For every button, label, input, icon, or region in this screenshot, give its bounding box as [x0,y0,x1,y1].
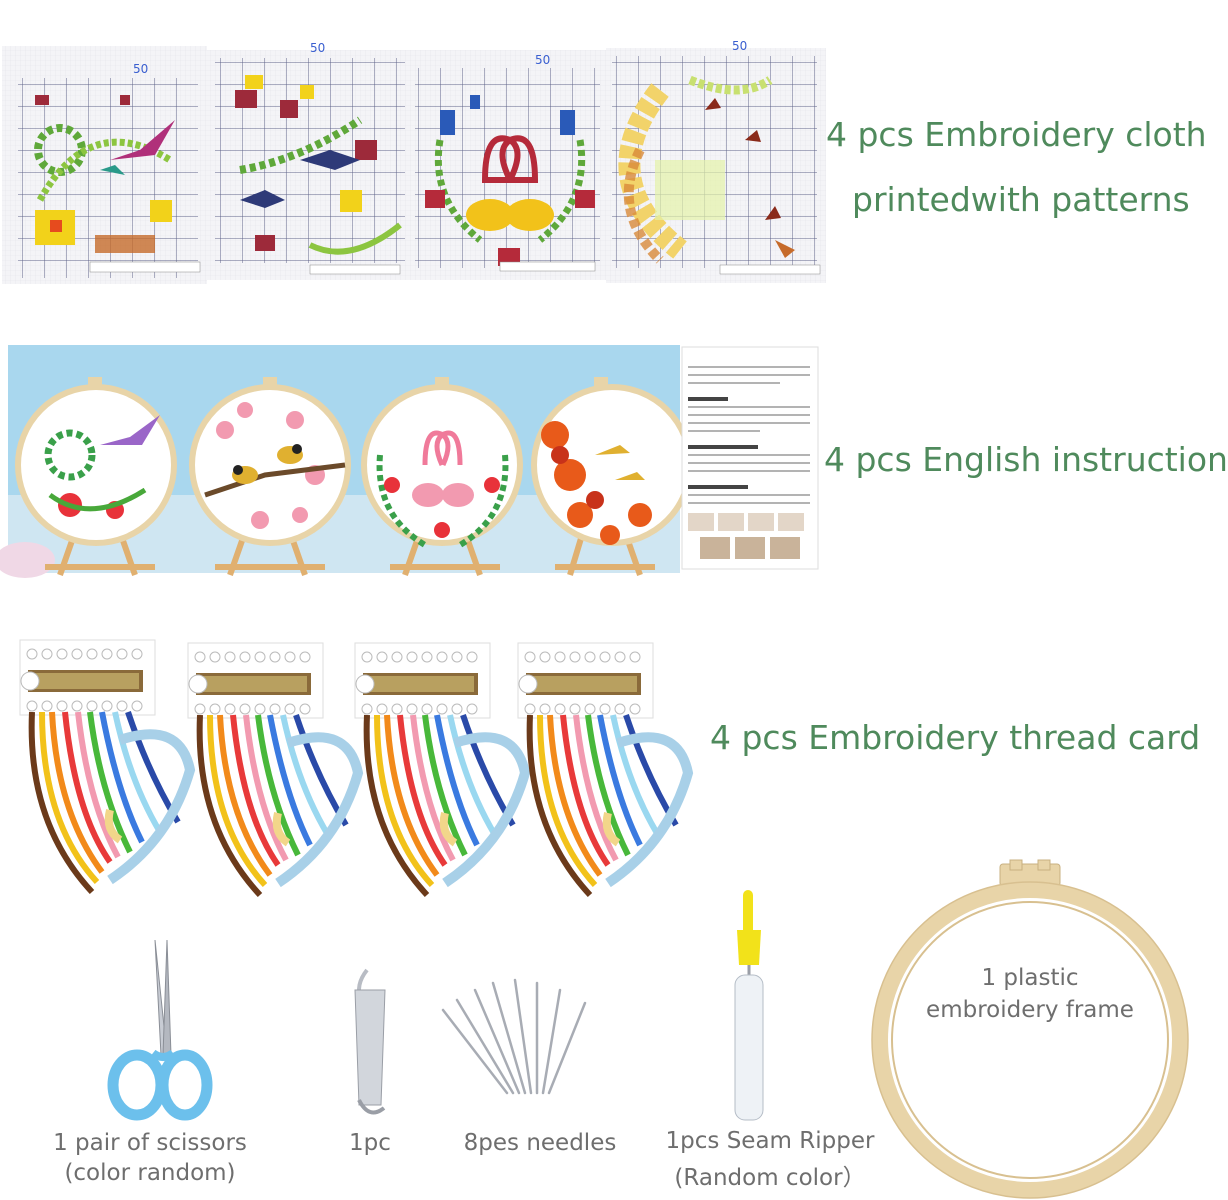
thread-card-2 [188,643,358,895]
embroidery-frame-icon [871,859,1189,1199]
hoop-hummingbird [15,377,177,576]
thread-row [0,635,720,900]
cloth-caption-line1: 4 pcs Embroidery cloth [826,115,1207,154]
instruction-sheet [681,346,819,570]
thread-card-4 [518,643,688,895]
ripper-label-line2: (Random color） [674,1165,866,1191]
seam-ripper-icon [734,890,764,1121]
scissors-label-line2: (color random) [64,1160,236,1186]
cloth-two-birds [205,50,410,280]
scissors-icon [107,939,213,1121]
ripper-label-line1: 1pcs Seam Ripper [665,1128,875,1154]
seam-ripper-image [725,885,775,1130]
needle-threader-image [345,960,395,1130]
frame-label-line1: 1 plastic [981,965,1079,991]
scissors-label-line1: 1 pair of scissors [53,1130,247,1156]
cloth-hummingbird [2,46,207,284]
frame-label-line2: embroidery frame [926,997,1134,1023]
hoop-autumn-birds [531,377,693,576]
finished-hoops-photo [0,345,819,578]
needles-label: 8pes needles [463,1130,617,1156]
cloth-caption-line2: printedwith patterns [852,180,1190,219]
threader-label: 1pc [349,1130,391,1156]
instruction-caption: 4 pcs English instruction [824,440,1228,479]
scissors-image [105,935,215,1125]
cloth-autumn-birds [606,48,826,283]
thread-card-3 [355,643,525,895]
thread-caption: 4 pcs Embroidery thread card [710,718,1201,757]
embroidery-frame-image [870,859,1190,1199]
needle-threader-icon [354,968,386,1115]
cloth-flamingos [408,50,608,280]
hoop-flamingos [361,377,523,576]
hoop-two-birds [189,377,351,576]
needles-image [435,975,615,1105]
cloth-scale-label-1: 50 [133,62,148,76]
cloth-scale-label-2: 50 [310,41,325,55]
cloth-scale-label-4: 50 [732,39,747,53]
cloth-scale-label-3: 50 [535,53,550,67]
printed-cloth-patterns: 50 50 [2,39,826,284]
thread-cards-photo [0,635,720,900]
needles-icon [441,978,587,1095]
cloth-row: 50 50 [0,39,840,290]
thread-card-1 [20,640,190,892]
instruction-row [0,345,820,578]
